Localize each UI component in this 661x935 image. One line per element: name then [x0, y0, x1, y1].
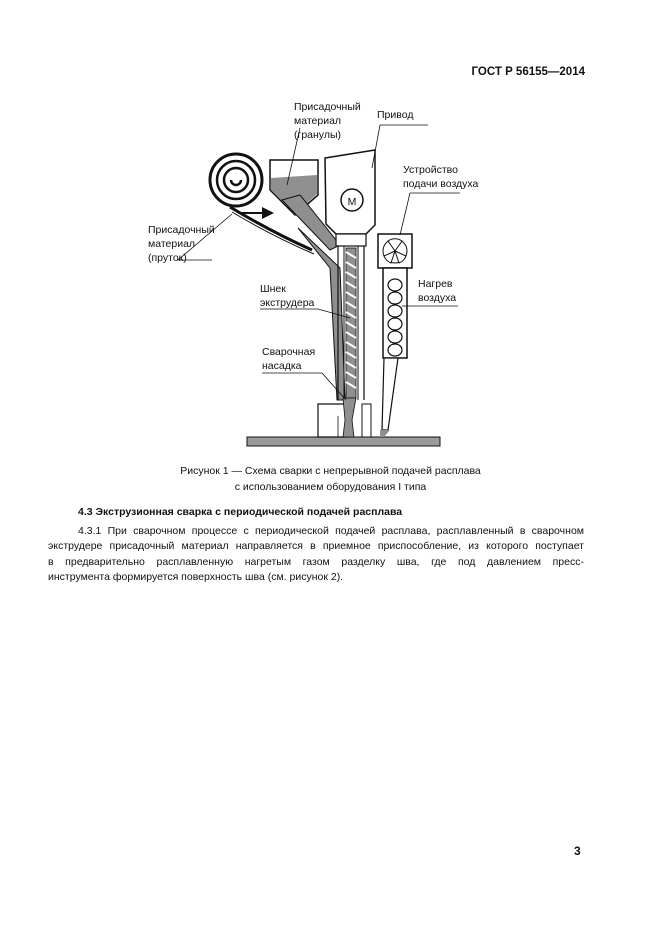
section-heading: 4.3 Экструзионная сварка с периодической…	[78, 506, 403, 518]
label-drive: Привод	[377, 109, 413, 121]
heating-coils	[387, 278, 403, 357]
label-granules-3: (гранулы)	[294, 129, 341, 141]
motor-label: М	[348, 196, 357, 208]
filler-rod-coil	[208, 152, 264, 208]
label-air-supply-1: Устройство	[403, 164, 458, 176]
extruder-barrel	[335, 233, 367, 247]
fan-icon	[382, 238, 408, 264]
paragraph-line: 4.3.1 При сварочном процессе с периодиче…	[78, 525, 584, 537]
paragraph-line: в предварительно расплавленную нагретым …	[48, 555, 584, 568]
paragraph-line: инструмента формируется поверхность шва …	[48, 571, 344, 584]
label-rod-3: (пруток)	[148, 252, 187, 264]
feed-arrow	[240, 207, 274, 219]
label-nozzle-1: Сварочная	[262, 346, 315, 358]
label-granules-1: Присадочный	[294, 101, 361, 113]
section-paragraph: 4.3.1 При сварочном процессе с периодиче…	[48, 524, 584, 586]
page-number: 3	[574, 844, 581, 858]
paragraph-line: экструдере присадочный материал направля…	[48, 540, 584, 553]
figure-caption-line-1: Рисунок 1 — Схема сварки с непрерывной п…	[180, 465, 481, 477]
extrusion-welding-diagram: М Присадочный	[148, 101, 479, 447]
label-heating-1: Нагрев	[418, 278, 453, 290]
label-nozzle-2: насадка	[262, 360, 302, 372]
standard-code: ГОСТ Р 56155—2014	[471, 66, 585, 78]
label-heating-2: воздуха	[418, 292, 456, 304]
screw-flights	[345, 251, 357, 389]
motor-circle	[340, 188, 364, 212]
filler-rod-path	[229, 205, 313, 252]
label-screw-2: экструдера	[260, 297, 315, 309]
label-air-supply-2: подачи воздуха	[403, 178, 479, 190]
label-screw-1: Шнек	[260, 283, 286, 295]
label-rod-1: Присадочный	[148, 224, 215, 236]
label-rod-2: материал	[148, 238, 195, 250]
figure-caption-line-2: с использованием оборудования I типа	[234, 481, 427, 493]
base-plate	[246, 436, 441, 447]
label-granules-2: материал	[294, 115, 341, 127]
